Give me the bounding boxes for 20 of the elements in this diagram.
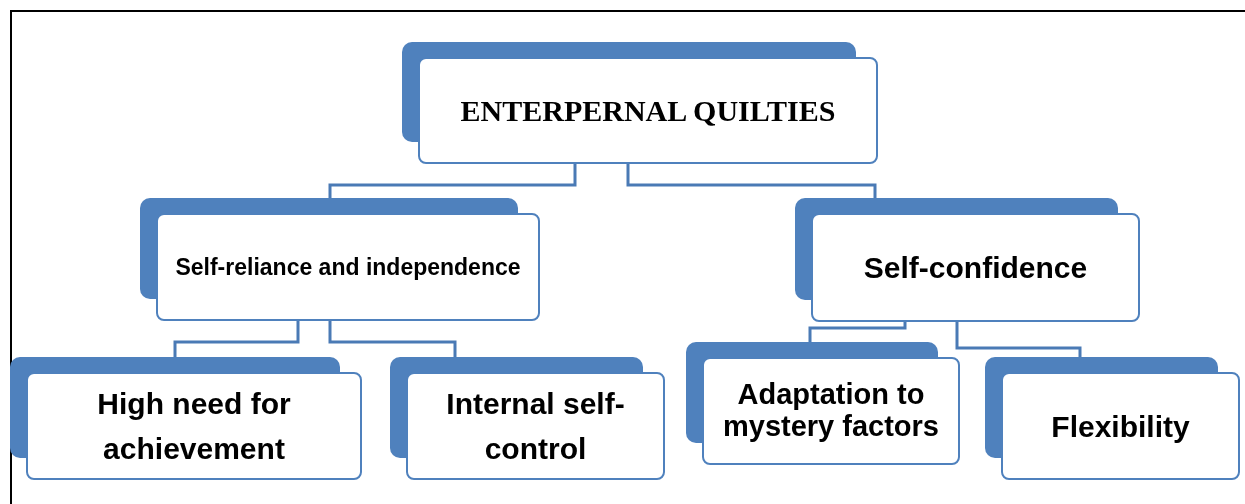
hierarchy-box	[140, 198, 540, 321]
hierarchy-box	[390, 357, 665, 480]
connector-line	[626, 164, 877, 198]
connector-line	[328, 321, 457, 357]
node-label: Self-reliance and independence	[175, 252, 521, 282]
hierarchy-box	[10, 357, 362, 480]
connector-line	[808, 322, 907, 342]
hierarchy-box	[985, 357, 1240, 480]
connector-line	[955, 322, 1082, 357]
hierarchy-box	[795, 198, 1140, 322]
connector-line	[328, 164, 577, 198]
hierarchy-box	[402, 42, 878, 164]
node-label: Flexibility	[1051, 408, 1190, 445]
node-label: High need for achievement	[96, 386, 292, 467]
node-label: ENTERPERNAL QUILTIES	[460, 93, 836, 129]
node-label: Adaptation to mystery factors	[722, 379, 940, 443]
connector-line	[173, 321, 300, 357]
node-label: Internal self-control	[445, 386, 626, 467]
node-label: Self-confidence	[863, 250, 1088, 286]
hierarchy-box	[686, 342, 960, 465]
